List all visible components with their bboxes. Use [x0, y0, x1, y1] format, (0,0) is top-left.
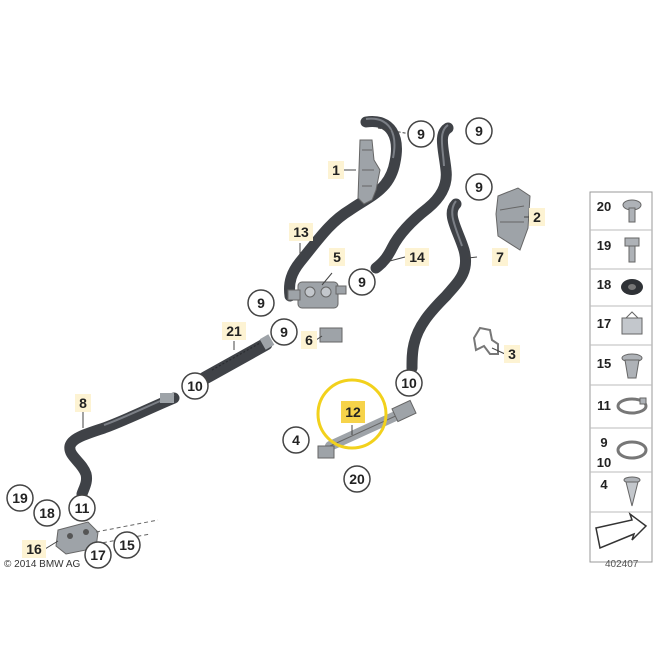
svg-text:18: 18 — [39, 505, 55, 521]
svg-text:14: 14 — [409, 249, 425, 265]
bracket-2 — [495, 187, 531, 251]
svg-text:11: 11 — [597, 398, 611, 413]
copyright-text: © 2014 BMW AG — [4, 559, 81, 570]
grommet-icon — [621, 279, 643, 295]
callout-18: 18 — [33, 499, 61, 527]
svg-text:1: 1 — [332, 162, 340, 178]
callout-10-left: 10 — [181, 372, 209, 400]
svg-text:10: 10 — [401, 375, 417, 391]
diagram-number: 402407 — [605, 559, 639, 570]
callout-9-lower: 9 — [270, 318, 298, 346]
svg-text:16: 16 — [26, 541, 42, 557]
valve-5 — [287, 281, 347, 309]
svg-text:2: 2 — [533, 209, 541, 225]
direction-arrow-icon — [595, 511, 648, 550]
svg-text:17: 17 — [597, 316, 611, 331]
label-2: 2 — [529, 208, 545, 226]
legend-row-4: 4 — [600, 476, 641, 507]
svg-text:7: 7 — [496, 249, 504, 265]
svg-text:15: 15 — [597, 356, 611, 371]
label-12-highlighted: 12 — [341, 401, 365, 423]
torx-bolt-icon — [622, 199, 642, 223]
bracket-1 — [357, 139, 381, 205]
label-14: 14 — [405, 248, 429, 266]
svg-text:19: 19 — [597, 238, 611, 253]
connector-6 — [319, 327, 343, 343]
callout-11: 11 — [68, 494, 96, 522]
svg-text:6: 6 — [305, 332, 313, 348]
svg-text:9: 9 — [475, 123, 483, 139]
svg-text:3: 3 — [508, 346, 516, 362]
hose-14 — [370, 122, 454, 274]
highlight-ring-12 — [316, 378, 388, 450]
callout-9-top-left: 9 — [407, 120, 435, 148]
svg-text:15: 15 — [119, 537, 135, 553]
svg-text:20: 20 — [349, 471, 365, 487]
expanding-rivet-icon — [623, 476, 641, 507]
svg-text:9: 9 — [600, 435, 607, 450]
svg-text:9: 9 — [358, 274, 366, 290]
hose-7 — [406, 198, 471, 374]
hose-clamp-icon — [616, 440, 648, 460]
spring-band-clamp-icon — [616, 397, 648, 415]
callout-10-right: 10 — [395, 369, 423, 397]
legend-row-arrow — [595, 511, 648, 550]
callout-19: 19 — [6, 484, 34, 512]
label-6: 6 — [301, 331, 317, 349]
callout-9-valve: 9 — [348, 268, 376, 296]
legend-row-18: 18 — [597, 277, 643, 295]
callout-9-top-right: 9 — [465, 117, 493, 145]
svg-text:19: 19 — [12, 490, 28, 506]
callout-4: 4 — [282, 426, 310, 454]
legend-row-15: 15 — [597, 353, 643, 379]
svg-text:9: 9 — [475, 179, 483, 195]
legend-row-17: 17 — [597, 311, 643, 335]
clip-3 — [472, 326, 499, 355]
svg-text:13: 13 — [293, 224, 309, 240]
legend-row-11: 11 — [597, 397, 648, 415]
label-21: 21 — [222, 322, 246, 340]
svg-text:10: 10 — [187, 378, 203, 394]
svg-text:9: 9 — [257, 295, 265, 311]
svg-text:18: 18 — [597, 277, 611, 292]
callout-9-mid: 9 — [247, 289, 275, 317]
callout-20-bottom: 20 — [343, 465, 371, 493]
label-16: 16 — [22, 540, 46, 558]
svg-text:9: 9 — [280, 324, 288, 340]
bracket-16 — [55, 519, 159, 555]
svg-text:5: 5 — [333, 249, 341, 265]
callout-15: 15 — [113, 531, 141, 559]
svg-text:4: 4 — [292, 432, 300, 448]
svg-text:11: 11 — [75, 500, 90, 516]
label-3: 3 — [504, 345, 520, 363]
legend-row-19: 19 — [597, 237, 640, 263]
label-13: 13 — [289, 223, 313, 241]
hex-bolt-icon — [624, 237, 640, 263]
pipe-12 — [317, 399, 417, 459]
svg-text:10: 10 — [597, 455, 611, 470]
hose-13 — [284, 116, 402, 302]
label-1: 1 — [328, 161, 344, 179]
svg-text:17: 17 — [90, 547, 106, 563]
callout-17: 17 — [84, 541, 112, 569]
svg-text:9: 9 — [417, 126, 425, 142]
label-7: 7 — [492, 248, 508, 266]
svg-text:4: 4 — [600, 477, 608, 492]
label-8: 8 — [75, 394, 91, 412]
svg-text:8: 8 — [79, 395, 87, 411]
svg-text:20: 20 — [597, 199, 611, 214]
hose-21 — [198, 334, 275, 385]
legend-row-9-10: 9 10 — [597, 435, 648, 470]
bracket-clip-icon — [621, 311, 643, 335]
expanding-nut-icon — [621, 353, 643, 379]
legend: 20 19 18 17 — [589, 191, 653, 563]
label-5: 5 — [329, 248, 345, 266]
hose-8 — [64, 392, 180, 500]
callout-9-right: 9 — [465, 173, 493, 201]
svg-text:12: 12 — [345, 404, 361, 420]
legend-row-20: 20 — [597, 199, 642, 223]
svg-text:21: 21 — [226, 323, 242, 339]
